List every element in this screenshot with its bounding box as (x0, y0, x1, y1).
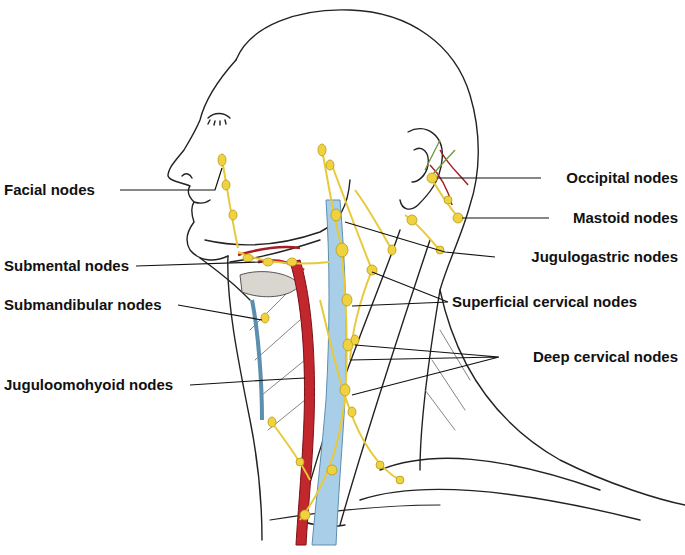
anatomy-label: Jugulogastric nodes (529, 248, 680, 266)
anatomy-label: Submandibular nodes (2, 296, 164, 314)
anatomy-label: Superficial cervical nodes (450, 293, 639, 311)
anatomy-label: Submental nodes (2, 257, 131, 275)
anatomy-label: Deep cervical nodes (531, 348, 680, 366)
anatomy-label: Juguloomohyoid nodes (2, 376, 175, 394)
anatomy-label: Mastoid nodes (571, 209, 680, 227)
anatomy-label: Occipital nodes (564, 169, 680, 187)
anatomy-label: Facial nodes (2, 181, 97, 199)
